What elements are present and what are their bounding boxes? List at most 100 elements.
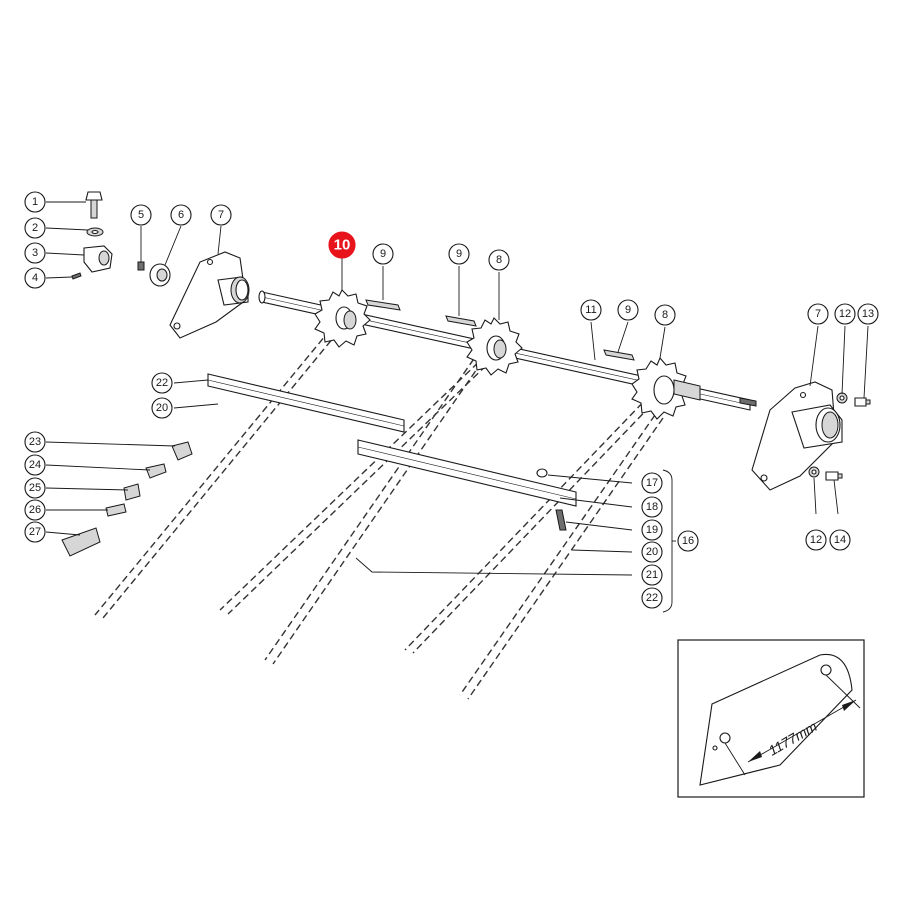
callout-11: 11 [580, 299, 602, 321]
callout-6: 6 [170, 204, 192, 226]
bolt-1 [85, 191, 103, 219]
svg-text:5: 5 [138, 209, 144, 221]
svg-text:12: 12 [810, 534, 822, 546]
inset-arrow-left [748, 751, 762, 762]
chain-link-25 [123, 483, 141, 501]
callout-20-right: 20 [641, 541, 663, 563]
left-bearing-housing [169, 251, 250, 339]
svg-text:21: 21 [646, 569, 658, 581]
callout-2: 2 [24, 217, 46, 239]
callout-10-highlight: 10 [328, 231, 356, 259]
callout-8-right: 8 [654, 304, 676, 326]
svg-text:8: 8 [496, 254, 502, 266]
callout-18: 18 [641, 496, 663, 518]
washer-12-bottom [808, 466, 820, 478]
svg-text:10: 10 [334, 237, 351, 254]
callout-20-left: 20 [151, 397, 173, 419]
chain-link-23 [171, 441, 193, 461]
svg-text:3: 3 [32, 247, 38, 259]
nut-17 [536, 468, 548, 478]
svg-text:18: 18 [646, 501, 658, 513]
svg-text:9: 9 [456, 248, 462, 260]
callout-19: 19 [641, 519, 663, 541]
svg-text:13: 13 [862, 308, 874, 320]
inset-hole-small [712, 745, 718, 751]
svg-text:12: 12 [839, 308, 851, 320]
inset-hole-right [820, 664, 832, 676]
sprocket-8-right [631, 356, 701, 420]
callout-22-left: 22 [151, 372, 173, 394]
callout-27: 27 [24, 521, 46, 543]
svg-text:25: 25 [29, 482, 41, 494]
svg-text:20: 20 [156, 402, 168, 414]
callout-16: 16 [677, 530, 699, 552]
callout-17: 17 [641, 472, 663, 494]
callout-9-a: 9 [372, 243, 394, 265]
callout-23: 23 [24, 431, 46, 453]
inset-dimension-line [747, 699, 857, 763]
chain-link-26 [105, 503, 127, 517]
callout-3: 3 [24, 242, 46, 264]
callout-21: 21 [641, 564, 663, 586]
svg-text:11: 11 [585, 304, 596, 316]
inset-plate [699, 653, 853, 786]
collar-6 [149, 263, 171, 287]
svg-text:4: 4 [32, 272, 38, 284]
svg-text:26: 26 [29, 504, 41, 516]
inset-hole-left [719, 732, 731, 744]
svg-text:17: 17 [646, 477, 658, 489]
svg-text:14: 14 [834, 534, 846, 546]
callout-8-middle: 8 [488, 249, 510, 271]
sprocket-10 [314, 289, 371, 348]
svg-text:20: 20 [646, 546, 658, 558]
callout-14: 14 [829, 529, 851, 551]
svg-text:7: 7 [815, 308, 821, 320]
screw-4 [71, 272, 82, 280]
svg-text:7: 7 [218, 209, 224, 221]
callout-26: 26 [24, 499, 46, 521]
callout-7-right: 7 [807, 303, 829, 325]
bolt-13 [854, 397, 871, 407]
svg-text:9: 9 [625, 304, 631, 316]
callout-22-right: 22 [641, 587, 663, 609]
inset-extension-left [724, 742, 746, 776]
chain-link-24 [145, 463, 167, 479]
grub-screw-5 [137, 261, 145, 271]
svg-text:24: 24 [29, 459, 41, 471]
callout-1: 1 [24, 191, 46, 213]
guide-rail-right [357, 439, 577, 507]
nut-3 [83, 245, 113, 273]
callout-7-left: 7 [210, 204, 232, 226]
callout-13: 13 [857, 303, 879, 325]
svg-text:6: 6 [178, 209, 184, 221]
svg-text:9: 9 [380, 248, 386, 260]
sprocket-8-middle [466, 317, 523, 376]
washer-12-top [836, 392, 848, 404]
svg-text:22: 22 [646, 592, 658, 604]
svg-text:27: 27 [29, 526, 41, 538]
callout-4: 4 [24, 267, 46, 289]
svg-text:2: 2 [32, 222, 38, 234]
callout-25: 25 [24, 477, 46, 499]
right-bearing-housing [751, 381, 843, 491]
callout-12-top: 12 [834, 303, 856, 325]
callout-5: 5 [130, 204, 152, 226]
svg-text:22: 22 [156, 377, 168, 389]
svg-text:19: 19 [646, 524, 658, 536]
svg-text:23: 23 [29, 436, 41, 448]
callout-12-bottom: 12 [805, 529, 827, 551]
chain-strands [94, 329, 664, 700]
washer-2 [86, 227, 104, 237]
svg-text:16: 16 [682, 535, 694, 547]
guide-rail-left [207, 373, 405, 433]
inset-arrow-right [842, 700, 856, 711]
chain-link-27 [61, 527, 101, 557]
callout-24: 24 [24, 454, 46, 476]
bolt-19 [555, 509, 567, 531]
inset-detail: 1177mm [677, 639, 865, 798]
svg-text:1: 1 [32, 196, 38, 208]
callout-9-b: 9 [448, 243, 470, 265]
leader-lines [45, 201, 869, 613]
bolt-14 [825, 471, 843, 481]
